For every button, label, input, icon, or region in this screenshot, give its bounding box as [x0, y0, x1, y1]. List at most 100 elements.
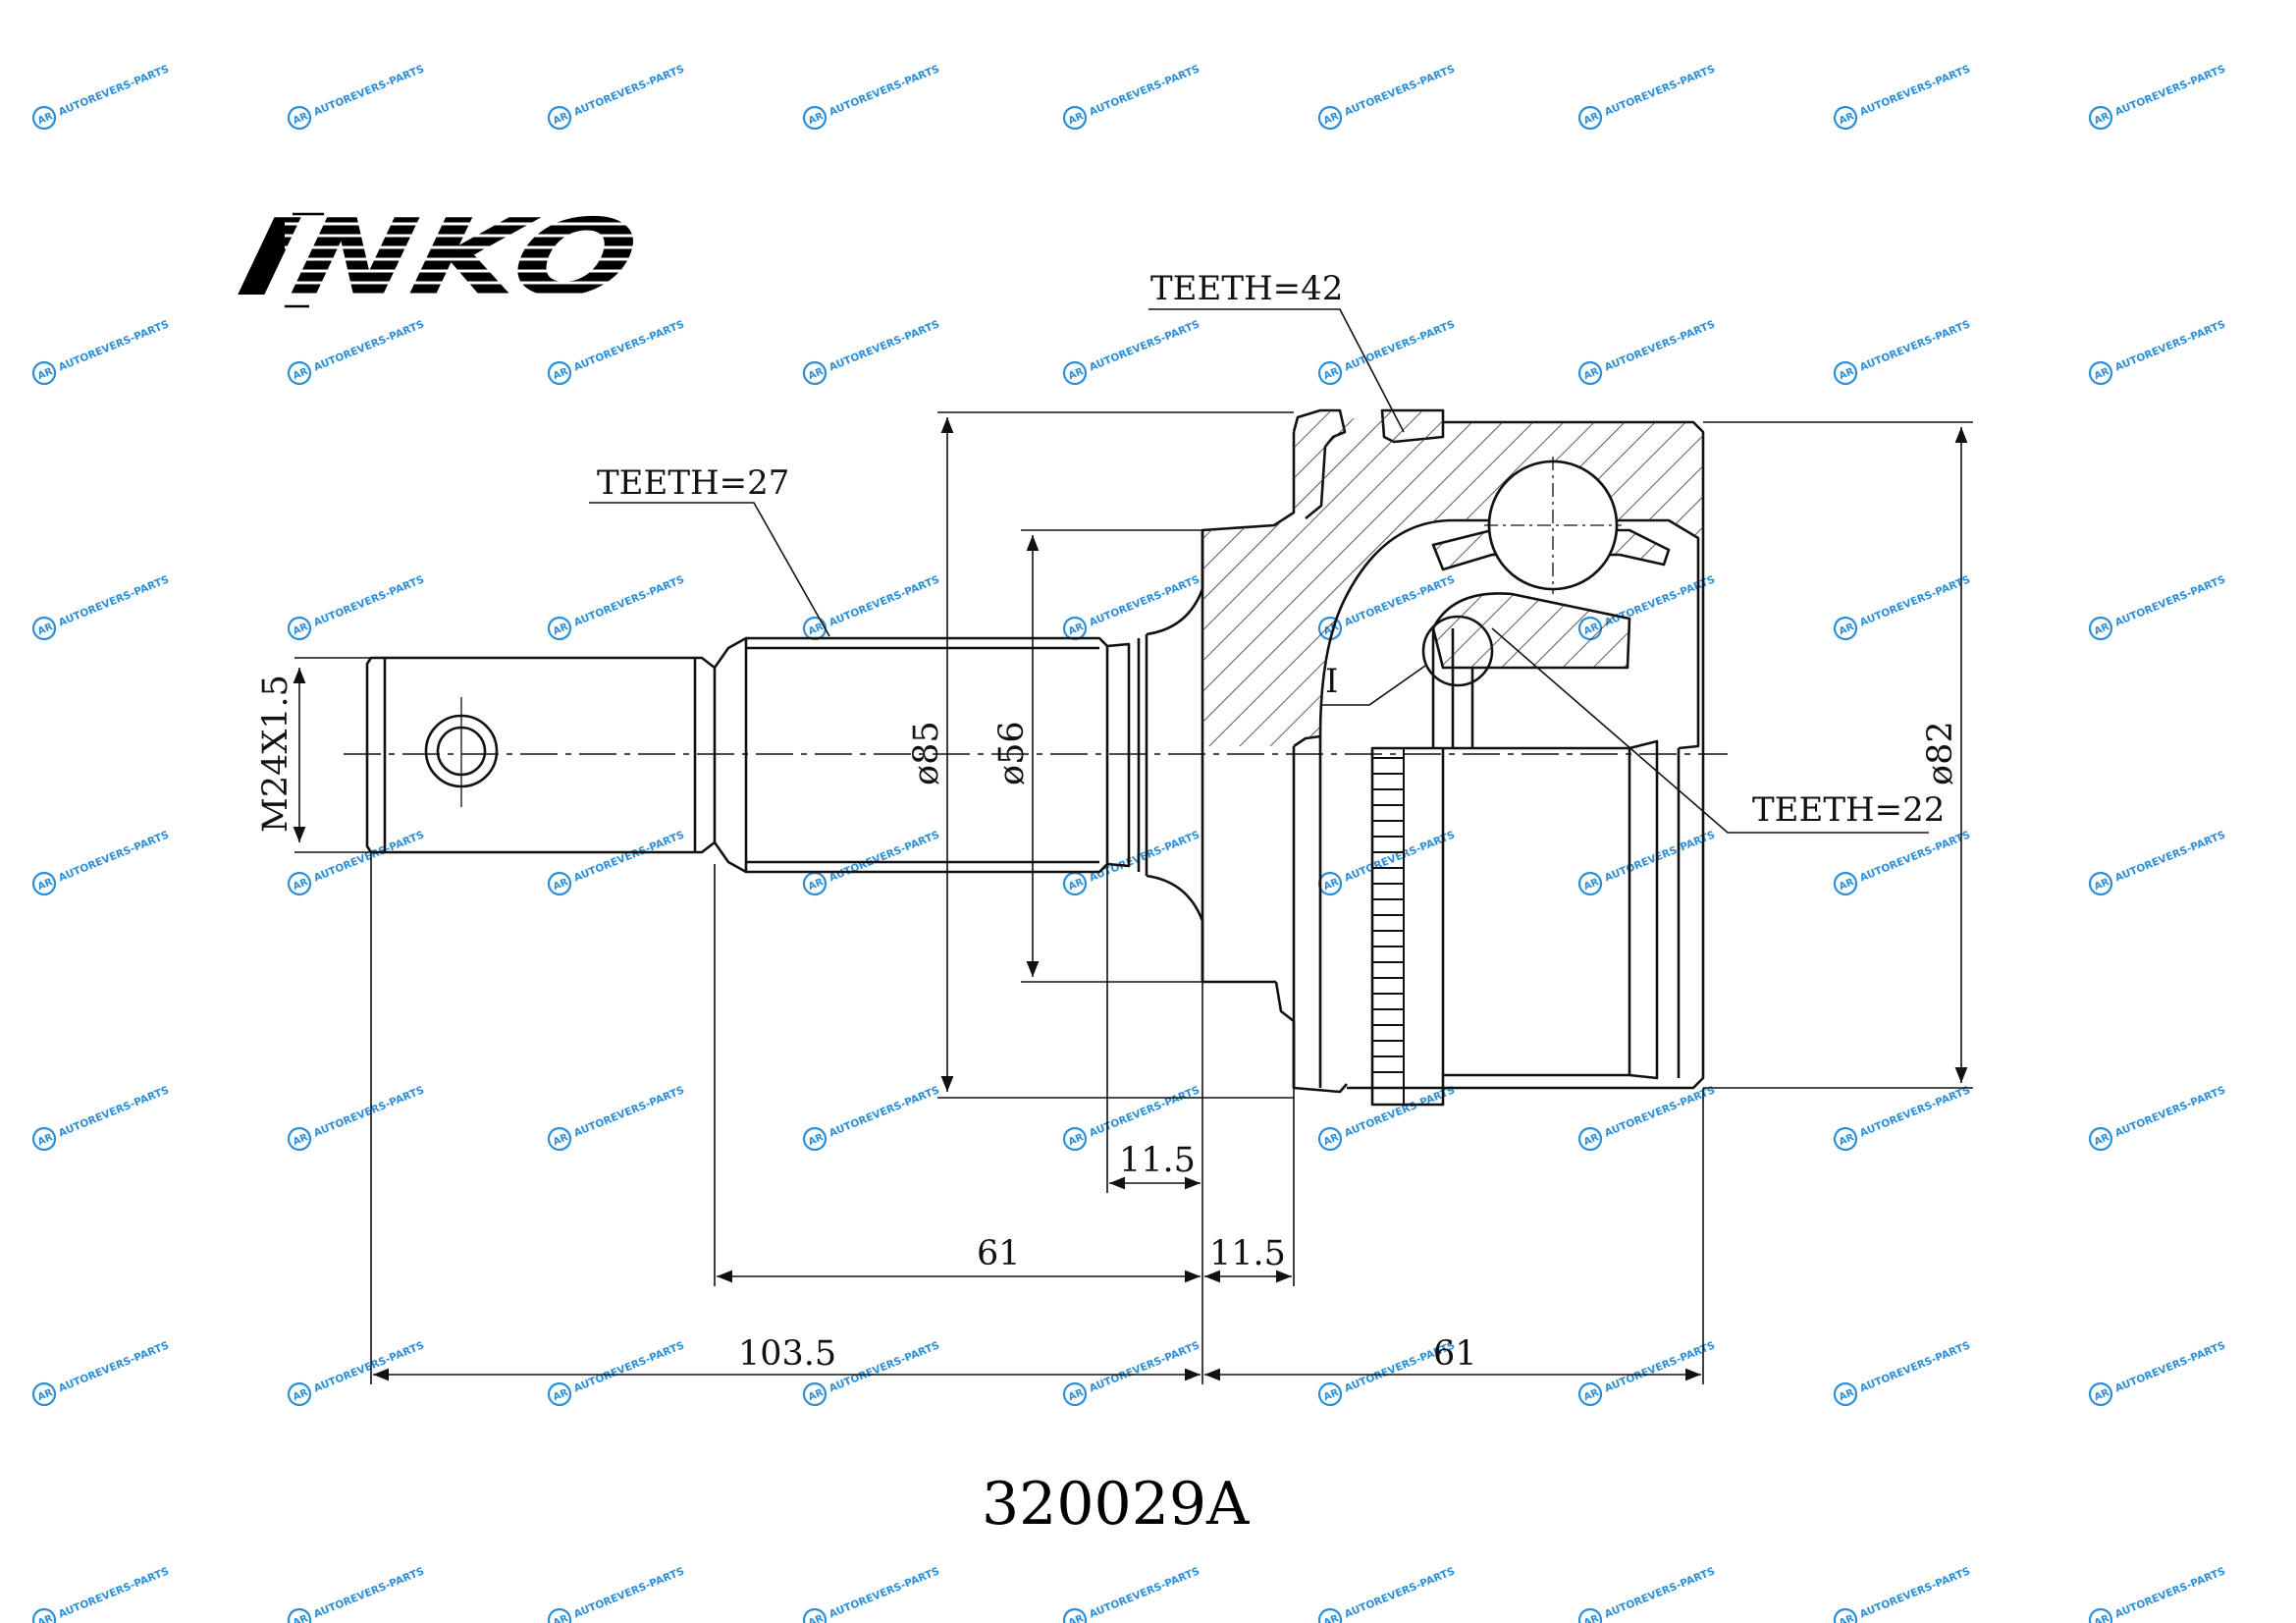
watermark-icon-text: AR	[36, 1132, 55, 1148]
watermark-icon-text: AR	[552, 877, 570, 893]
watermark-icon-text: AR	[1838, 111, 1856, 127]
watermark-text: AUTOREVERS-PARTS	[1603, 1084, 1717, 1139]
watermark-icon-text: AR	[1322, 1132, 1341, 1148]
watermark-text: AUTOREVERS-PARTS	[572, 829, 686, 884]
watermark-icon-text: AR	[1067, 111, 1086, 127]
watermark-icon-text: AR	[552, 1387, 570, 1403]
watermark-text: AUTOREVERS-PARTS	[312, 829, 426, 884]
watermark-icon	[1833, 1126, 1858, 1152]
watermark-text: AUTOREVERS-PARTS	[1343, 63, 1457, 118]
watermark-icon	[1062, 1381, 1088, 1407]
watermark-text: AUTOREVERS-PARTS	[572, 1339, 686, 1394]
watermark-text: AUTOREVERS-PARTS	[2113, 1084, 2227, 1139]
part-number: 320029A	[982, 1470, 1250, 1539]
watermark-text: AUTOREVERS-PARTS	[828, 829, 941, 884]
watermark-icon-text: AR	[1322, 111, 1341, 127]
watermark-icon	[1317, 1126, 1343, 1152]
watermark-text: AUTOREVERS-PARTS	[1088, 63, 1201, 118]
watermark-icon-text: AR	[552, 111, 570, 127]
watermark-text: AUTOREVERS-PARTS	[2113, 829, 2227, 884]
watermark-icon	[802, 105, 828, 131]
watermark-icon-text: AR	[807, 366, 826, 382]
watermark-icon	[31, 616, 57, 641]
watermark-text: AUTOREVERS-PARTS	[1858, 1339, 1972, 1394]
watermark-icon-text: AR	[1838, 1387, 1856, 1403]
watermark-icon	[547, 1607, 572, 1623]
watermark-text: AUTOREVERS-PARTS	[1858, 1565, 1972, 1620]
watermark-icon	[2088, 1607, 2113, 1623]
watermark-icon-text: AR	[36, 1387, 55, 1403]
watermark-icon	[547, 1126, 572, 1152]
len-103-5-label: 103.5	[738, 1334, 836, 1374]
watermark-text: AUTOREVERS-PARTS	[2113, 318, 2227, 373]
watermark-icon	[1577, 105, 1603, 131]
watermark-icon-text: AR	[292, 877, 310, 893]
watermark-icon-text: AR	[292, 111, 310, 127]
watermark-icon	[31, 1381, 57, 1407]
watermark-text: AUTOREVERS-PARTS	[312, 1084, 426, 1139]
watermark-icon	[802, 1126, 828, 1152]
len-61-body-label: 61	[1433, 1334, 1477, 1374]
watermark-icon-text: AR	[2093, 622, 2111, 637]
watermark-icon	[802, 1381, 828, 1407]
watermark-text: AUTOREVERS-PARTS	[57, 63, 171, 118]
watermark-icon-text: AR	[36, 1613, 55, 1623]
watermark-text: AUTOREVERS-PARTS	[1603, 63, 1717, 118]
watermark-icon	[2088, 105, 2113, 131]
dia-56-label: ø56	[992, 721, 1032, 785]
watermark-icon	[1833, 1381, 1858, 1407]
watermark-icon-text: AR	[36, 111, 55, 127]
watermark-icon	[1833, 871, 1858, 896]
watermark-icon-text: AR	[1067, 1387, 1086, 1403]
watermark-text: AUTOREVERS-PARTS	[57, 1565, 171, 1620]
watermark-icon	[1062, 1126, 1088, 1152]
watermark-icon-text: AR	[36, 622, 55, 637]
labels: TEETH=42 TEETH=27 TEETH=22 I M24X1.5 ø85…	[256, 269, 1960, 1539]
watermark-icon	[287, 1607, 312, 1623]
watermark-text: AUTOREVERS-PARTS	[1858, 318, 1972, 373]
watermark-text: AUTOREVERS-PARTS	[1088, 1339, 1201, 1394]
watermark-text: AUTOREVERS-PARTS	[828, 1565, 941, 1620]
watermark-icon-text: AR	[1582, 366, 1601, 382]
watermark-text: AUTOREVERS-PARTS	[57, 1084, 171, 1139]
watermark-text: AUTOREVERS-PARTS	[572, 63, 686, 118]
watermark-icon-text: AR	[552, 622, 570, 637]
watermark-text: AUTOREVERS-PARTS	[312, 573, 426, 628]
len-11-5-top-label: 11.5	[1119, 1141, 1196, 1180]
watermark-icon	[547, 105, 572, 131]
watermark-icon	[1062, 360, 1088, 386]
watermark-text: AUTOREVERS-PARTS	[1343, 1565, 1457, 1620]
watermark-icon	[2088, 360, 2113, 386]
section-hatching	[1202, 410, 1703, 746]
watermark-icon	[2088, 616, 2113, 641]
teeth-22-label: TEETH=22	[1752, 790, 1945, 830]
watermark-icon-text: AR	[1582, 1387, 1601, 1403]
watermark-text: AUTOREVERS-PARTS	[828, 1084, 941, 1139]
thread-dimension-label: M24X1.5	[256, 675, 295, 833]
watermark-icon-text: AR	[292, 622, 310, 637]
len-11-5-bottom-label: 11.5	[1209, 1234, 1286, 1273]
watermark-icon-text: AR	[292, 1387, 310, 1403]
watermark-icon-text: AR	[292, 1613, 310, 1623]
watermark-text: AUTOREVERS-PARTS	[312, 63, 426, 118]
